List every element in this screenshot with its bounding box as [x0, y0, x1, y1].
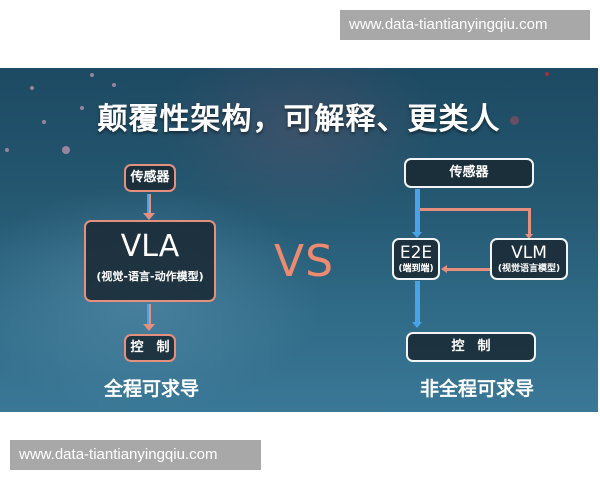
left-control-box: 控 制 [124, 334, 176, 362]
vla-box: VLA (视觉-语言-动作模型) [84, 220, 216, 302]
vlm-subtitle: (视觉语言模型) [497, 264, 561, 274]
e2e-subtitle: (端到端) [398, 264, 434, 274]
branch-line-down-vlm [528, 208, 531, 236]
e2e-box: E2E (端到端) [392, 238, 440, 280]
arrow-sensor-to-e2e [415, 189, 420, 235]
particle-dot [112, 83, 116, 87]
slide-panel: 颠覆性架构，可解释、更类人 传感器 VLA (视觉-语言-动作模型) 控 制 全… [0, 68, 598, 412]
right-control-box: 控 制 [406, 332, 536, 362]
particle-dot [5, 148, 9, 152]
arrow-head-icon [525, 234, 533, 239]
vs-label: VS [274, 236, 335, 287]
watermark-bottom: www.data-tiantianyingqiu.com [10, 440, 261, 470]
watermark-top: www.data-tiantianyingqiu.com [340, 10, 590, 40]
particle-dot [90, 73, 94, 77]
vla-title: VLA [120, 229, 180, 264]
arrow-head-icon [143, 324, 155, 331]
branch-line-to-vlm [420, 208, 531, 211]
arrow-head-icon [412, 232, 422, 238]
particle-dot [30, 86, 34, 90]
vlm-box: VLM (视觉语言模型) [490, 238, 568, 280]
right-caption: 非全程可求导 [420, 378, 535, 400]
slide-title: 颠覆性架构，可解释、更类人 [97, 102, 501, 137]
particle-dot [545, 72, 549, 76]
arrow-vlm-to-e2e [446, 268, 490, 271]
left-caption: 全程可求导 [104, 378, 200, 400]
particle-dot [80, 106, 84, 110]
arrow-vla-to-control [147, 304, 151, 326]
particle-dot [510, 116, 519, 125]
particle-dot [62, 146, 70, 154]
e2e-title: E2E [399, 243, 433, 263]
arrow-head-icon [412, 322, 422, 328]
left-sensor-box: 传感器 [124, 164, 176, 192]
arrow-head-icon [143, 213, 155, 220]
right-sensor-box: 传感器 [404, 158, 534, 188]
arrow-head-icon [441, 265, 447, 273]
arrow-sensor-to-vla [147, 194, 151, 216]
arrow-e2e-to-control [415, 281, 420, 325]
particle-dot [42, 120, 46, 124]
vlm-title: VLM [511, 243, 547, 263]
vla-subtitle: (视觉-语言-动作模型) [96, 270, 204, 283]
